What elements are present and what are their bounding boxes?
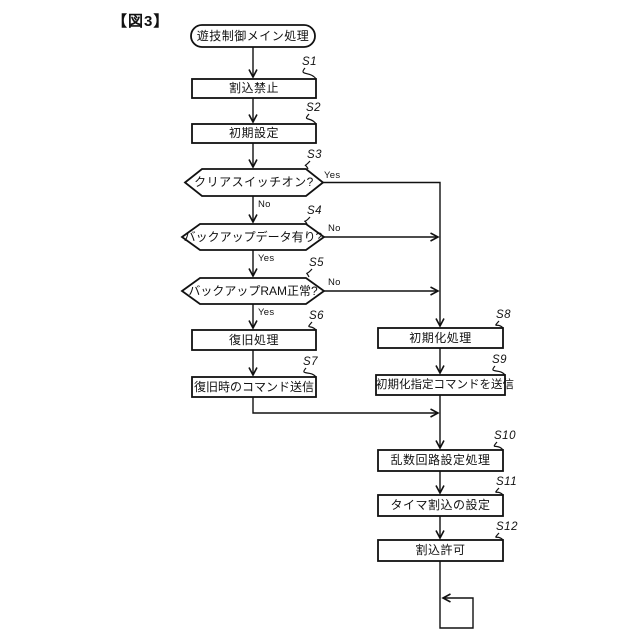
node-start-label: 遊技制御メイン処理 bbox=[196, 29, 310, 43]
s7-process-shape bbox=[191, 376, 317, 398]
edge-s12-loop bbox=[439, 561, 474, 629]
step-id-s2: S2 bbox=[306, 102, 322, 114]
branch-s5-yes-label: Yes bbox=[258, 307, 275, 318]
step-id-s10: S10 bbox=[494, 430, 516, 442]
leader-s7 bbox=[303, 367, 317, 378]
leader-s12 bbox=[495, 532, 504, 541]
node-s5-label: バックアップRAM正常? bbox=[188, 284, 318, 298]
leader-s10 bbox=[493, 441, 504, 451]
node-s8-label: 初期化処理 bbox=[409, 331, 472, 345]
step-id-s4: S4 bbox=[307, 205, 323, 217]
step-id-s1: S1 bbox=[302, 56, 318, 68]
figure-label: 【図3】 bbox=[112, 13, 170, 30]
node-s12-label: 割込許可 bbox=[415, 543, 466, 557]
step-id-s8: S8 bbox=[496, 309, 512, 321]
node-s1-label: 割込禁止 bbox=[228, 81, 279, 95]
leader-s4 bbox=[304, 216, 311, 225]
branch-s5-no-label: No bbox=[328, 277, 341, 288]
leader-s1 bbox=[302, 67, 317, 80]
branch-s4-yes-label: Yes bbox=[258, 253, 275, 264]
branch-s4-no-label: No bbox=[328, 223, 341, 234]
leader-s9 bbox=[492, 365, 506, 376]
leader-s8 bbox=[495, 320, 504, 329]
step-id-s7: S7 bbox=[303, 356, 319, 368]
step-id-s9: S9 bbox=[492, 354, 508, 366]
node-s2-label: 初期設定 bbox=[228, 126, 279, 140]
step-id-s3: S3 bbox=[307, 149, 323, 161]
step-label-leaders bbox=[302, 67, 506, 541]
node-s9-label: 初期化指定コマンドを送信 bbox=[376, 379, 514, 391]
leader-s3 bbox=[304, 160, 311, 170]
node-s7-label: 復旧時のコマンド送信 bbox=[193, 380, 314, 394]
edge-s7-join bbox=[252, 397, 438, 413]
s1-process-shape bbox=[191, 78, 317, 99]
node-s3-label: クリアスイッチオン? bbox=[194, 175, 314, 189]
node-s10-label: 乱数回路設定処理 bbox=[390, 453, 491, 467]
s6-process-shape bbox=[191, 329, 317, 351]
leader-s6 bbox=[308, 321, 317, 331]
node-s4-label: バックアップデータ有り? bbox=[183, 230, 323, 244]
step-id-s6: S6 bbox=[309, 310, 325, 322]
step-id-s11: S11 bbox=[496, 476, 518, 488]
step-id-s5: S5 bbox=[309, 257, 325, 269]
node-s6-label: 復旧処理 bbox=[228, 333, 279, 347]
edge-s3-yes-s8 bbox=[323, 181, 440, 326]
leader-s5 bbox=[306, 268, 313, 278]
step-id-s12: S12 bbox=[496, 521, 518, 533]
connectors bbox=[252, 47, 474, 629]
branch-s3-yes-label: Yes bbox=[324, 170, 341, 181]
leader-s11 bbox=[495, 487, 504, 496]
leader-s2 bbox=[305, 113, 317, 125]
branch-s3-no-label: No bbox=[258, 199, 271, 210]
node-s11-label: タイマ割込の設定 bbox=[390, 498, 491, 512]
s2-process-shape bbox=[191, 123, 317, 144]
